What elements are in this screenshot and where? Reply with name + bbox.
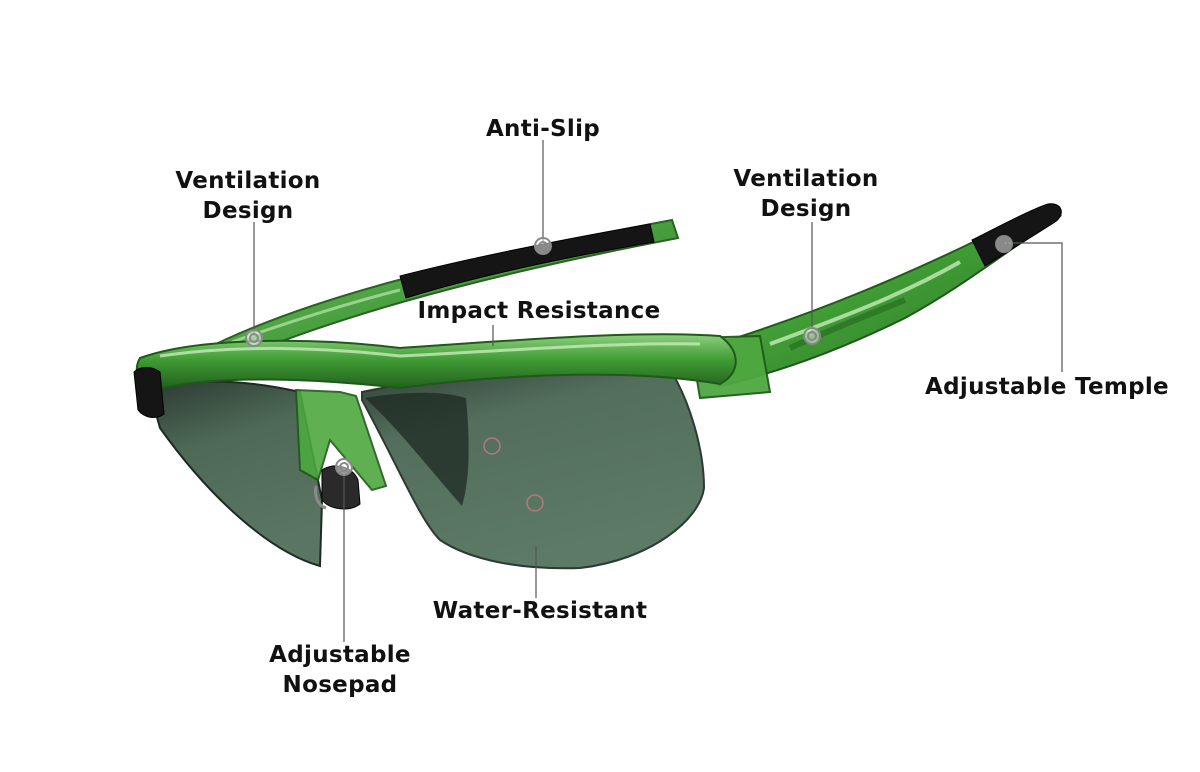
marker-anti-slip xyxy=(534,237,552,255)
marker-ventilation-left xyxy=(245,329,263,347)
marker-ventilation-right xyxy=(803,327,821,345)
label-anti-slip: Anti-Slip xyxy=(485,116,601,142)
near-temple-arm xyxy=(688,203,1063,400)
marker-lens-lower xyxy=(526,494,544,512)
nose-bridge xyxy=(294,388,388,510)
far-temple-arm xyxy=(198,218,680,370)
marker-nosepad xyxy=(335,458,353,476)
label-adjustable-temple: Adjustable Temple xyxy=(925,374,1169,400)
leader-lines xyxy=(253,140,1063,642)
label-water-resistant: Water-Resistant xyxy=(432,598,648,624)
callout-markers xyxy=(245,235,1013,512)
marker-lens-upper xyxy=(483,437,501,455)
label-ventilation-design-right: Ventilation Design xyxy=(733,166,879,222)
label-impact-resistance: Impact Resistance xyxy=(417,298,661,324)
label-ventilation-design-left: Ventilation Design xyxy=(175,168,321,224)
label-adjustable-nosepad: Adjustable Nosepad xyxy=(269,642,411,698)
marker-adjustable-temple xyxy=(995,235,1013,253)
